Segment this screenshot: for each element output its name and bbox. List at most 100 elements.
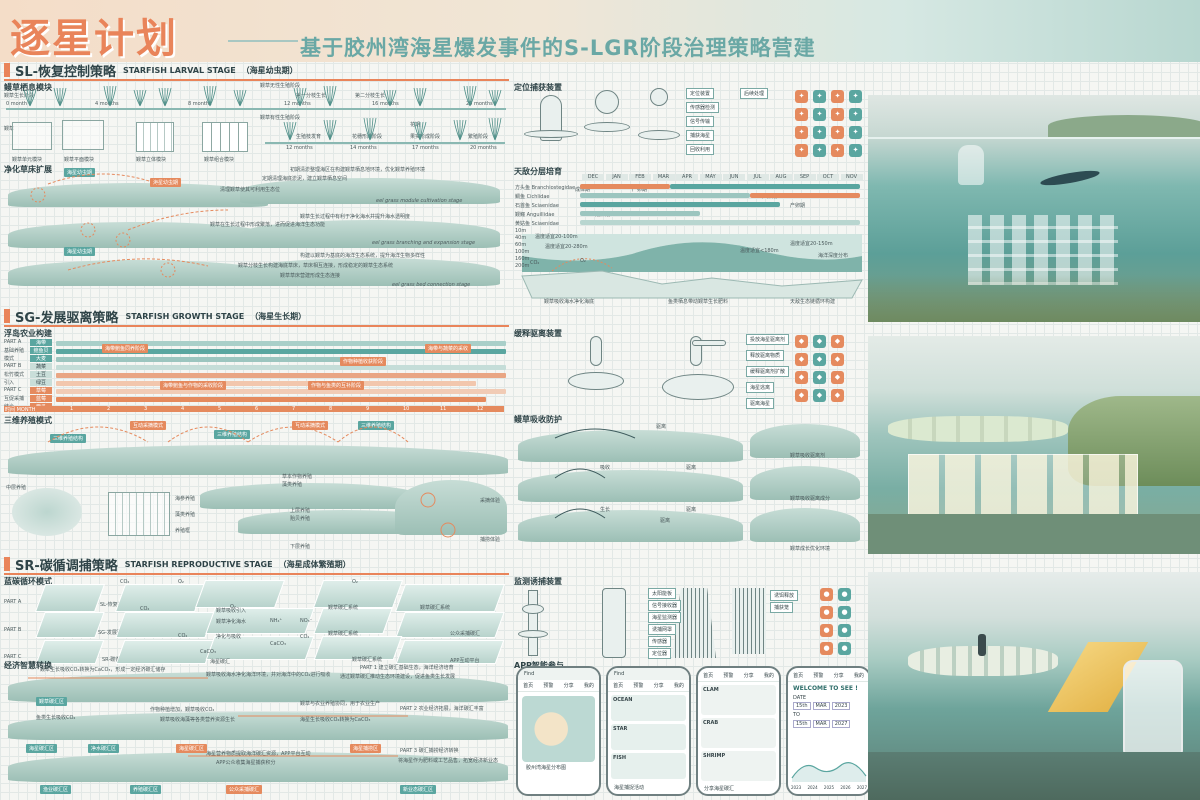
flow-label: NH₄⁺ <box>270 618 283 624</box>
mid-layer-ring <box>12 488 82 536</box>
year-tick: 2025 <box>823 785 835 790</box>
month-cell: OCT <box>817 174 839 180</box>
monitor-ring <box>518 630 548 638</box>
section-sr-header: SR-碳循调捕策略 STARFISH REPRODUCTIVE STAGE （海… <box>4 556 351 574</box>
flow-note: 鳗草碳汇系统 <box>352 657 383 663</box>
co2-label: CO₂ <box>530 260 540 266</box>
tab-me[interactable]: 我的 <box>853 673 864 679</box>
day-select[interactable]: 15th <box>793 702 811 710</box>
econ-tag: 海星碳汇区 <box>26 744 58 753</box>
month-tick: 17 months <box>412 145 439 151</box>
device-icon: ✦ <box>849 126 862 139</box>
capture-device-head <box>650 88 668 106</box>
breed-tag: 三维养殖结构 <box>50 434 87 443</box>
flow-arrow <box>167 426 249 443</box>
capture-title: 定位捕获装置 <box>514 83 562 92</box>
seabed-strip <box>395 480 507 535</box>
tab-me[interactable]: 我的 <box>763 673 774 679</box>
raft-title: 浮岛农业构建 <box>4 329 52 338</box>
axis-tick: 2 <box>107 406 111 412</box>
tab-home[interactable]: 首页 <box>613 683 624 689</box>
tab-share[interactable]: 分享 <box>743 673 754 679</box>
month-select[interactable]: MAR <box>812 720 830 728</box>
raft-bar <box>56 381 476 386</box>
tab-alert[interactable]: 预警 <box>723 673 734 679</box>
purify-arrows <box>30 173 229 278</box>
monitor-note: 诱捕网罩 <box>648 624 677 635</box>
card-star[interactable]: STAR <box>611 724 686 750</box>
tab-share[interactable]: 分享 <box>563 683 574 689</box>
stage-a-label: 鳗草无性生殖阶段 <box>260 83 301 89</box>
econ-tag: 鳗草碳汇区 <box>36 697 68 706</box>
protect-arrows <box>554 428 636 519</box>
eelgrass-blade <box>209 85 217 107</box>
device-icon: ● <box>838 624 851 637</box>
year-select[interactable]: 2027 <box>831 720 851 728</box>
month-axis <box>4 406 504 412</box>
card-crab[interactable]: CRAB <box>701 718 776 748</box>
seabed-strip <box>8 445 508 475</box>
device-icon: ✦ <box>849 90 862 103</box>
econ-note: 将海星作为肥料或工艺品售，拓宽经济新业态 <box>398 758 499 764</box>
water-layer <box>522 234 862 261</box>
phone-share[interactable]: 首页 预警 分享 我的 CLAM CRAB SHRIMP 分享海星碳汇 <box>696 666 781 796</box>
map-caption: 胶州湾海星分布图 <box>526 765 567 771</box>
isometric-tile <box>114 584 206 612</box>
tab-alert[interactable]: 预警 <box>813 673 824 679</box>
phone-map[interactable]: Find 首页 预警 分享 我的 胶州湾海星分布图 <box>516 666 601 796</box>
breed-tag: 三维养殖结构 <box>214 430 251 439</box>
card-clam[interactable]: CLAM <box>701 685 776 715</box>
subtitle: 基于胶州湾海星爆发事件的S-LGR阶段治理策略营建 <box>300 36 816 60</box>
seabed-strip <box>750 424 860 458</box>
tab-me[interactable]: 我的 <box>583 683 594 689</box>
eelgrass-sprouts-b <box>283 117 502 141</box>
seabed-strip <box>8 260 268 286</box>
depth-note: 温度适宜20-100m <box>535 234 578 240</box>
species-bar <box>580 220 860 225</box>
tab-share[interactable]: 分享 <box>653 683 664 689</box>
part-label: PART B <box>4 363 22 369</box>
monitor-rendering <box>868 572 1200 800</box>
depth-note: 温度适宜20-150m <box>790 241 833 247</box>
release-device-disc <box>568 372 624 390</box>
day-select[interactable]: 15th <box>793 720 811 728</box>
seabed-strip <box>518 510 743 542</box>
device-icon: ● <box>838 588 851 601</box>
year-select[interactable]: 2023 <box>831 702 851 710</box>
flow-arrow <box>47 426 149 443</box>
device-icon: ✦ <box>813 144 826 157</box>
tab-alert[interactable]: 预警 <box>543 683 554 689</box>
tab-home[interactable]: 首页 <box>703 673 714 679</box>
flow-note: 鳗草碳汇系统 <box>420 605 451 611</box>
phone-cards[interactable]: Find 首页 预警 分享 我的 OCEAN STAR FISH 海星捕捉活动 <box>606 666 691 796</box>
flow-arrow <box>554 468 606 479</box>
tab-home[interactable]: 首页 <box>523 683 534 689</box>
flow-label: CaCO₃ <box>270 641 286 647</box>
distribution-map[interactable] <box>522 696 595 762</box>
tab-share[interactable]: 分享 <box>833 673 844 679</box>
device-icon: ● <box>820 642 833 655</box>
breed-label: 海参养殖 <box>175 496 196 502</box>
device-icon: ✦ <box>813 126 826 139</box>
underwater-rendering <box>868 95 1200 322</box>
breed-label: 捕捞体验 <box>480 537 501 543</box>
monitor-note: 海星监测器 <box>648 612 682 623</box>
device-icon: ● <box>820 624 833 637</box>
capture-device-disc <box>524 130 578 138</box>
module-combo <box>202 122 248 152</box>
device-icon: ◆ <box>813 353 826 366</box>
phone-tabs: 首页 预警 分享 我的 <box>698 668 779 682</box>
tab-alert[interactable]: 预警 <box>633 683 644 689</box>
species-name: 鳗鲡 Anguillidae <box>515 212 555 218</box>
month-select[interactable]: MAR <box>812 702 830 710</box>
tab-me[interactable]: 我的 <box>673 683 684 689</box>
device-icon: ◆ <box>795 353 808 366</box>
card-ocean[interactable]: OCEAN <box>611 695 686 721</box>
econ-tag: 海星捕捞区 <box>350 744 382 753</box>
phone-welcome[interactable]: 首页 预警 分享 我的 WELCOME TO SEE ! DATE 15th M… <box>786 666 871 796</box>
section-marker <box>4 557 10 571</box>
card-fish[interactable]: FISH <box>611 753 686 779</box>
tab-home[interactable]: 首页 <box>793 673 804 679</box>
card-shrimp[interactable]: SHRIMP <box>701 751 776 781</box>
part-label: PART B <box>4 627 22 633</box>
